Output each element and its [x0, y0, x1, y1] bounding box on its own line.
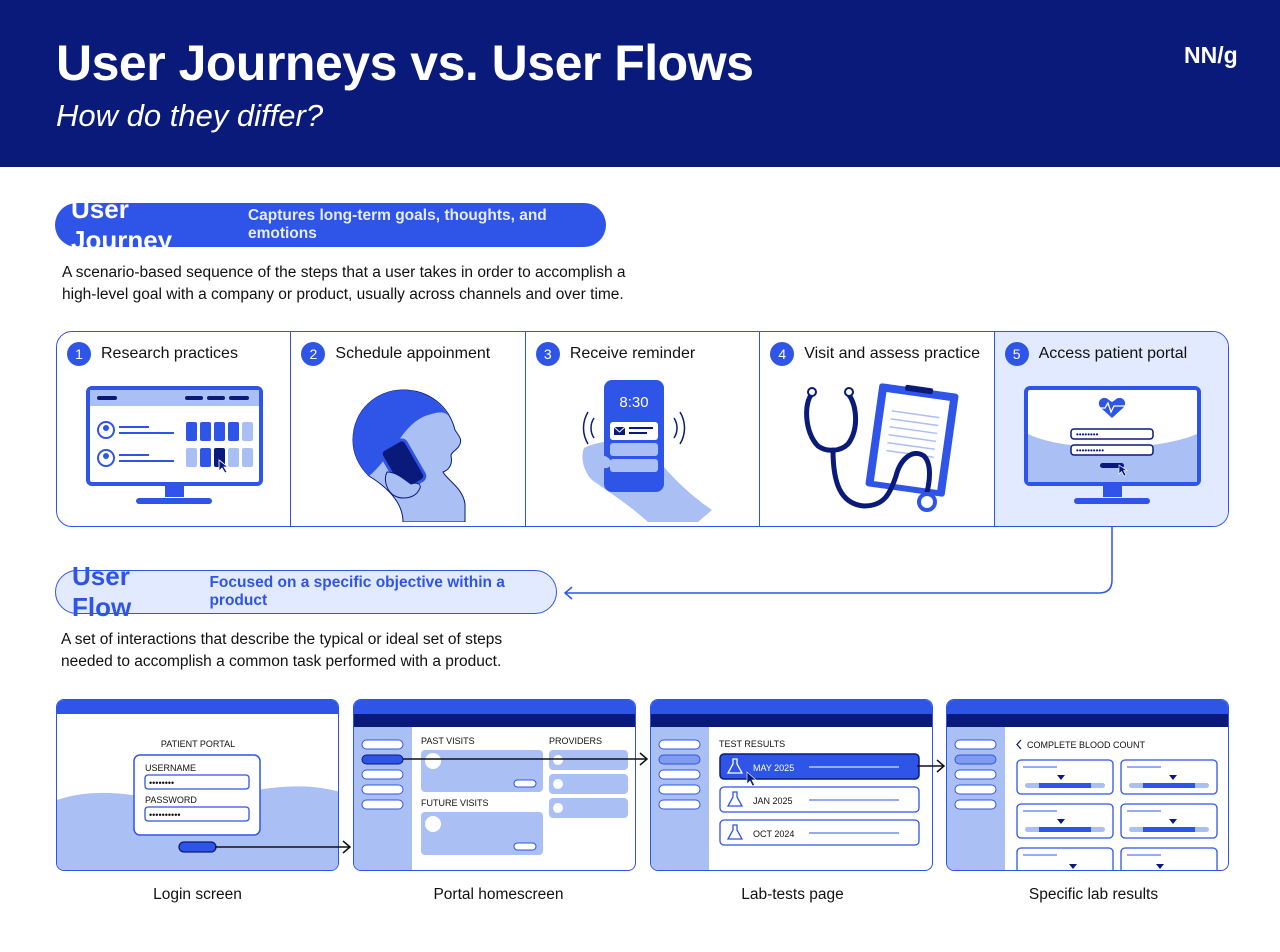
- specific-lab-results: COMPLETE BLOOD COUNT: [946, 699, 1229, 871]
- test-item-3: OCT 2024: [753, 829, 794, 839]
- login-heading: PATIENT PORTAL: [161, 739, 235, 749]
- login-screen: PATIENT PORTAL USERNAME •••••••• PASSWOR…: [56, 699, 339, 871]
- user-flow-tagline: Focused on a specific objective within a…: [209, 574, 505, 609]
- journey-steps: 1 Research practices: [56, 331, 1229, 527]
- result-card: [1120, 759, 1218, 795]
- journey-step-schedule: 2 Schedule appoinment: [291, 332, 526, 526]
- step-number: 5: [1004, 342, 1029, 366]
- password-label: PASSWORD: [145, 795, 197, 805]
- result-card: [1016, 759, 1114, 795]
- user-flow-title: User Flow: [72, 561, 132, 622]
- nng-logo: NN/g: [1184, 42, 1238, 68]
- result-heading: COMPLETE BLOOD COUNT: [1027, 740, 1146, 750]
- user-journey-description-line: high-level goal with a company or produc…: [62, 286, 624, 303]
- smartphone-notification-icon: 8:30: [582, 380, 712, 522]
- phone-call-icon: [352, 389, 466, 522]
- header-banner: User Journeys vs. User Flows How do they…: [0, 0, 1280, 167]
- svg-text:••••••••: ••••••••: [1076, 430, 1099, 439]
- result-card: [1120, 847, 1218, 870]
- computer-search-icon: [86, 386, 263, 504]
- step-label: Visit and assess practice: [804, 345, 981, 362]
- page-title: User Journeys vs. User Flows: [56, 35, 754, 91]
- test-item-2: JAN 2025: [753, 796, 793, 806]
- journey-step-portal: 5 Access patient portal •••••••• •••••••…: [994, 332, 1228, 526]
- screen-caption: Portal homescreen: [433, 886, 564, 903]
- journey-step-reminder: 3 Receive reminder 8:30: [526, 332, 761, 526]
- past-visits-label: PAST VISITS: [421, 736, 475, 746]
- user-journey-title: User Journey: [71, 194, 173, 255]
- user-journey-tagline: Captures long-term goals, thoughts, and …: [247, 207, 547, 242]
- user-flow-description-line: A set of interactions that describe the …: [61, 631, 503, 648]
- user-journey-description-line: A scenario-based sequence of the steps t…: [62, 264, 626, 281]
- password-field: ••••••••••: [149, 810, 181, 820]
- user-journey-description: A scenario-based sequence of the steps t…: [62, 262, 626, 306]
- user-journey-pill: User Journey Captures long-term goals, t…: [55, 194, 606, 255]
- user-flow-pill: User Flow Focused on a specific objectiv…: [55, 561, 557, 622]
- username-label: USERNAME: [145, 763, 196, 773]
- portal-homescreen: PAST VISITS FUTURE VISITS PROVIDERS: [353, 699, 636, 871]
- step-label: Schedule appoinment: [335, 345, 491, 362]
- screen-caption: Login screen: [153, 886, 242, 903]
- result-card: [1120, 803, 1218, 839]
- result-card: [1016, 847, 1114, 870]
- test-item-1: MAY 2025: [753, 763, 794, 773]
- result-card: [1016, 803, 1114, 839]
- username-field: ••••••••: [149, 778, 174, 788]
- step-label: Research practices: [101, 345, 238, 362]
- test-results-heading: TEST RESULTS: [719, 739, 785, 749]
- journey-step-visit: 4 Visit and assess practice: [760, 332, 995, 526]
- future-visits-label: FUTURE VISITS: [421, 798, 489, 808]
- providers-label: PROVIDERS: [549, 736, 602, 746]
- step-label: Receive reminder: [569, 345, 696, 362]
- step-number: 3: [535, 342, 560, 366]
- step-label: Access patient portal: [1038, 345, 1188, 362]
- journey-step-research: 1 Research practices: [57, 332, 292, 526]
- phone-clock: 8:30: [619, 394, 648, 411]
- screen-caption: Lab-tests page: [741, 886, 844, 903]
- step-number: 4: [770, 342, 795, 366]
- svg-text:••••••••••: ••••••••••: [1076, 446, 1104, 455]
- step-number: 1: [67, 342, 91, 366]
- page-subtitle: How do they differ?: [56, 98, 324, 133]
- portal-login-icon: •••••••• ••••••••••: [1023, 386, 1201, 504]
- stethoscope-clipboard-icon: [804, 383, 959, 512]
- user-flow-description: A set of interactions that describe the …: [61, 629, 502, 673]
- user-flow-description-line: needed to accomplish a common task perfo…: [61, 653, 502, 670]
- lab-tests-page: TEST RESULTS MAY 2025 JAN 2025 OCT 2024: [650, 699, 933, 871]
- step-number: 2: [301, 342, 326, 366]
- screen-caption: Specific lab results: [1028, 886, 1159, 903]
